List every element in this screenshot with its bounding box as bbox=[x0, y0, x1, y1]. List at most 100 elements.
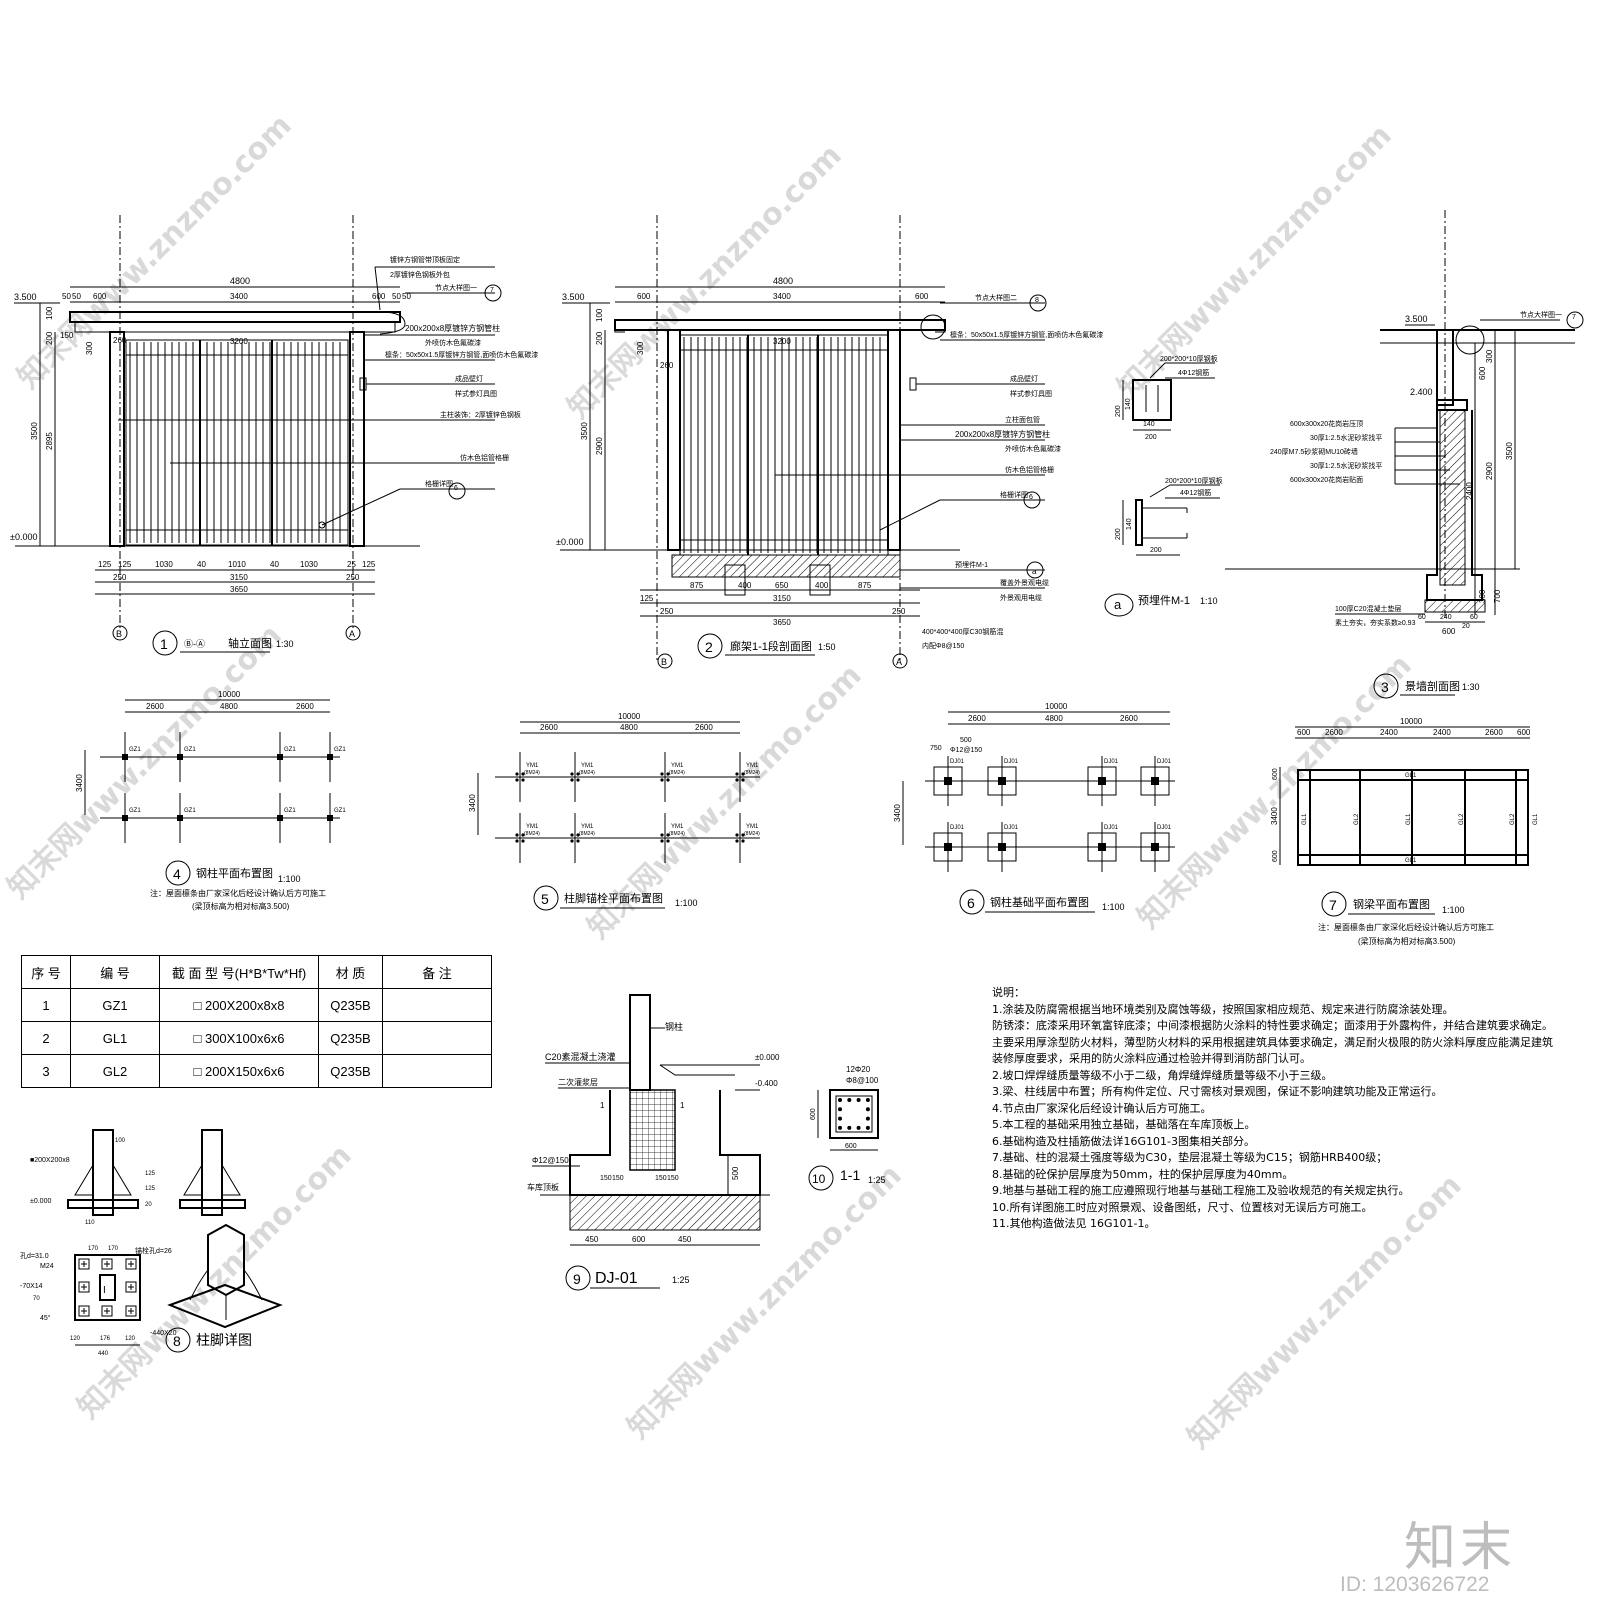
table-row: 3 GL2 □ 200X150x6x6 Q235B bbox=[21, 1054, 492, 1088]
embed-label: 4Φ12钢筋 bbox=[1180, 488, 1211, 497]
table-header: 截 面 型 号(H*B*Tw*Hf) bbox=[159, 955, 319, 989]
anchor-bolt bbox=[735, 778, 739, 782]
bolt-label: (8M24) bbox=[669, 831, 685, 837]
anchor-bolt bbox=[515, 778, 519, 782]
anchor-bolt bbox=[741, 778, 745, 782]
plan-dim: 2600 bbox=[296, 702, 314, 711]
table-cell: □ 200X150x6x6 bbox=[159, 1054, 319, 1088]
base-dim: 20 bbox=[145, 1202, 152, 1208]
section-dim: 600 bbox=[810, 1108, 817, 1120]
steel-column bbox=[1098, 777, 1106, 785]
callout: 外喷仿木色氟碳漆 bbox=[425, 338, 481, 347]
callout: 檩条：50x50x1.5厚镀锌方钢管,面喷仿木色氟碳漆 bbox=[950, 330, 1103, 339]
anchor-bolt bbox=[570, 772, 574, 776]
plan-dim: 4800 bbox=[620, 723, 638, 732]
foundation-pad bbox=[933, 766, 963, 796]
foundation-label: DJ01 bbox=[1004, 825, 1019, 831]
callout: 檩条：50x50x1.5厚镀锌方钢管,面喷仿木色氟碳漆 bbox=[385, 350, 538, 359]
embed-dim: 200 bbox=[1115, 528, 1122, 540]
plan-dim: 2400 bbox=[1433, 728, 1451, 737]
layer-label: 30厚1:2.5水泥砂浆找平 bbox=[1310, 433, 1382, 442]
anchor-bolt bbox=[666, 839, 670, 843]
foundation-label: DJ01 bbox=[1157, 759, 1172, 765]
plan-dim: 10000 bbox=[1045, 702, 1068, 711]
table-header: 备 注 bbox=[382, 955, 492, 989]
table-header-row: 序 号 编 号 截 面 型 号(H*B*Tw*Hf) 材 质 备 注 bbox=[21, 955, 492, 989]
callout: 200x200x8厚镀锌方钢管柱 bbox=[955, 429, 1050, 439]
foundation-pad bbox=[1087, 832, 1117, 862]
callout: 2厚镀锌色钢板外包 bbox=[390, 270, 450, 279]
callout: 成品壁灯 bbox=[1010, 374, 1038, 383]
base-dim: 110 bbox=[85, 1220, 95, 1226]
rebar-label: 12Φ20 bbox=[846, 1065, 871, 1074]
beam-label: GL1 bbox=[1406, 813, 1412, 825]
rebar-dot bbox=[865, 1107, 870, 1112]
dim-50: 50 bbox=[72, 292, 81, 301]
title-number: 6 bbox=[967, 895, 975, 911]
anchor-bolt bbox=[570, 778, 574, 782]
dim-total: 4800 bbox=[773, 276, 793, 286]
plan-dim: 750 bbox=[930, 745, 942, 752]
plan-note: (梁顶标高为相对标高3.500) bbox=[1358, 936, 1456, 946]
drawing-title: 1-1 bbox=[840, 1167, 860, 1183]
rebar-dot bbox=[847, 1098, 852, 1102]
base-label: ■200X200x8 bbox=[30, 1157, 70, 1164]
bolt-label: (8M24) bbox=[579, 831, 595, 837]
dim-left: 600 bbox=[93, 292, 107, 301]
steel-column bbox=[998, 843, 1006, 851]
dim-300: 300 bbox=[636, 341, 645, 355]
bolt-label: (8M24) bbox=[579, 770, 595, 776]
footing-level: ±0.000 bbox=[755, 1053, 780, 1062]
embed-label: 4Φ12钢筋 bbox=[1178, 368, 1209, 377]
base-dim: 125 bbox=[145, 1171, 156, 1177]
anchor-bolt bbox=[521, 839, 525, 843]
image-id-label: ID: 1203626722 bbox=[1340, 1573, 1490, 1596]
dim-right: 600 bbox=[915, 292, 929, 301]
dim-bottom: 125 bbox=[118, 560, 132, 569]
table-cell: GL1 bbox=[70, 1021, 160, 1055]
anchor-bolt bbox=[741, 772, 745, 776]
base-dim: 170 bbox=[88, 1246, 99, 1252]
dim-bottom: 3150 bbox=[230, 573, 248, 582]
dim-200: 200 bbox=[45, 331, 54, 345]
title-number: a bbox=[1114, 597, 1122, 612]
base-label: ±0.000 bbox=[30, 1198, 51, 1205]
plan-dim: 2600 bbox=[695, 723, 713, 732]
drawing-title: 钢柱基础平面布置图 bbox=[990, 895, 1089, 909]
drawing-6-foundation-plan: 10000 2600 4800 2600 500 Φ12@150 750 340… bbox=[893, 702, 1175, 915]
base-label: 锚栓孔d=26 bbox=[135, 1246, 172, 1255]
column-label: GZ1 bbox=[184, 747, 196, 753]
column-label: GZ1 bbox=[129, 808, 141, 814]
title-number: 4 bbox=[173, 866, 181, 882]
anchor-bolt bbox=[741, 839, 745, 843]
plan-dim: 10000 bbox=[218, 690, 241, 699]
level-top: 3.500 bbox=[562, 292, 585, 302]
anchor-bolt bbox=[576, 839, 580, 843]
base-dim: 170 bbox=[108, 1246, 119, 1252]
dim-3200: 3200 bbox=[230, 337, 248, 346]
callout: 预埋件M-1 bbox=[955, 560, 988, 569]
callout-ref: 7 bbox=[490, 287, 494, 294]
callout: 节点大样图一 bbox=[1520, 310, 1562, 319]
footing-dim: 150 bbox=[612, 1175, 624, 1182]
bolt-label: YM1 bbox=[671, 824, 684, 830]
bolt-label: YM1 bbox=[746, 824, 759, 830]
general-notes: 说明： 1.涂装及防腐需根据当地环境类别及腐蚀等级，按照国家相应规范、规定来进行… bbox=[992, 985, 1553, 1233]
base-dim: 120 bbox=[125, 1336, 136, 1342]
base-dim: 440 bbox=[98, 1351, 109, 1357]
plan-dim: 2600 bbox=[146, 702, 164, 711]
anchor-bolt bbox=[521, 772, 525, 776]
notes-line: 11.其他构造做法见 16G101-1。 bbox=[992, 1217, 1156, 1230]
wall-dim: 2400 bbox=[1465, 482, 1474, 500]
drawing-title: 钢柱平面布置图 bbox=[196, 866, 273, 880]
drawing-2-section: 3.500 ±0.000 4800 600 3400 600 3200 3500… bbox=[556, 215, 1103, 669]
dim-bottom: 875 bbox=[858, 581, 872, 590]
callout: 镀锌方钢管带顶板固定 bbox=[390, 255, 460, 264]
plan-note: 注：屋面檩条由厂家深化后经设计确认后方可施工 bbox=[1318, 922, 1494, 932]
footing-label: 车库顶板 bbox=[527, 1182, 559, 1192]
base-label: 45° bbox=[40, 1314, 51, 1322]
title-axis: Ⓑ-Ⓐ bbox=[184, 639, 205, 649]
wall-dim: 700 bbox=[1493, 589, 1502, 603]
foundation-label: DJ01 bbox=[950, 825, 965, 831]
dim-right: 600 bbox=[372, 292, 386, 301]
